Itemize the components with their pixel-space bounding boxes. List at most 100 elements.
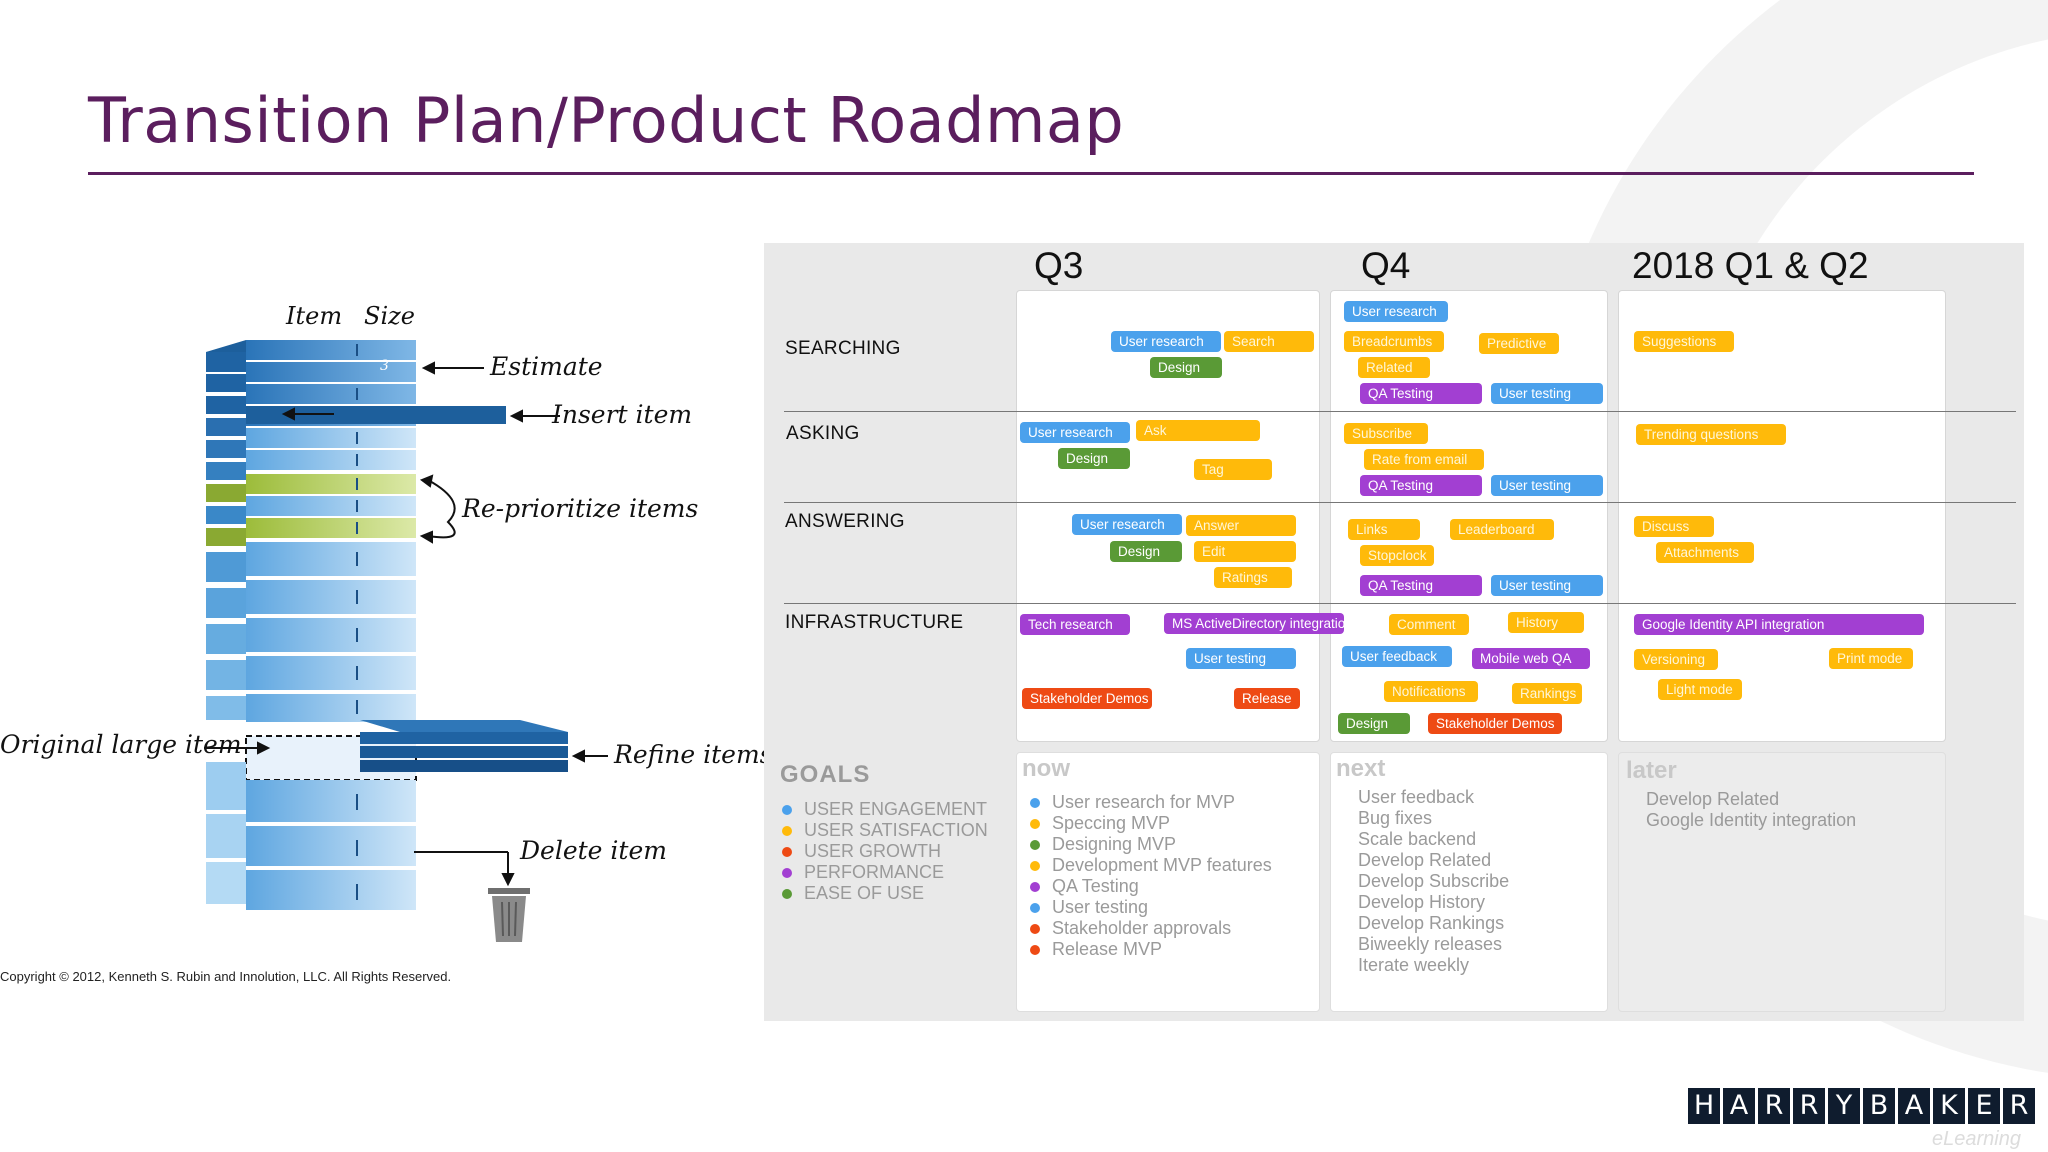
now-item-label: Designing MVP — [1052, 834, 1177, 854]
yellow-dot-icon — [1030, 860, 1040, 871]
goal-label: USER ENGAGEMENT — [804, 799, 988, 819]
row-label-searching: SEARCHING — [785, 338, 901, 359]
chip-leaderboard[interactable]: Leaderboard — [1450, 519, 1554, 540]
purple-dot-icon — [1030, 881, 1040, 892]
now-item: QA Testing — [1030, 876, 1139, 897]
now-heading: now — [1022, 755, 1070, 782]
chip-search[interactable]: Search — [1224, 331, 1314, 352]
original-item-label: Original large item — [0, 730, 242, 759]
chip-attachments[interactable]: Attachments — [1656, 542, 1754, 563]
chip-predictive[interactable]: Predictive — [1479, 333, 1559, 354]
chip-stakeholder-demos[interactable]: Stakeholder Demos — [1022, 688, 1152, 709]
chip-light-mode[interactable]: Light mode — [1658, 679, 1742, 700]
next-item: Bug fixes — [1358, 808, 1433, 828]
logo-letter: B — [1863, 1088, 1895, 1124]
chip-design[interactable]: Design — [1338, 713, 1410, 734]
chip-design[interactable]: Design — [1150, 357, 1222, 378]
chip-qa-testing[interactable]: QA Testing — [1360, 383, 1482, 404]
backlog-row — [206, 340, 416, 372]
annotation-arrows — [204, 361, 608, 887]
chip-user-feedback[interactable]: User feedback — [1342, 646, 1452, 667]
row-label-answering: ANSWERING — [785, 511, 905, 532]
chip-release[interactable]: Release — [1234, 688, 1300, 709]
chip-ratings[interactable]: Ratings — [1214, 567, 1292, 588]
goal-item: USER GROWTH — [782, 841, 941, 862]
size-value: 3 — [380, 358, 389, 374]
now-item-label: Speccing MVP — [1052, 813, 1171, 833]
chip-trending-questions[interactable]: Trending questions — [1636, 424, 1786, 445]
chip-user-testing[interactable]: User testing — [1491, 383, 1603, 404]
logo-letter: R — [2003, 1088, 2035, 1124]
backlog-row — [206, 542, 416, 582]
chip-user-testing[interactable]: User testing — [1491, 475, 1603, 496]
yellow-dot-icon — [1030, 818, 1040, 829]
chip-qa-testing[interactable]: QA Testing — [1360, 575, 1482, 596]
item-column-label: Item — [286, 302, 343, 330]
chip-user-research[interactable]: User research — [1072, 514, 1182, 535]
chip-related[interactable]: Related — [1358, 357, 1430, 378]
chip-tag[interactable]: Tag — [1194, 459, 1272, 480]
next-item: Develop Related — [1358, 850, 1492, 870]
chip-ask[interactable]: Ask — [1136, 420, 1260, 441]
logo-letter: K — [1933, 1088, 1965, 1124]
chip-history[interactable]: History — [1508, 612, 1584, 633]
insert-item-label: Insert item — [552, 400, 693, 429]
chip-breadcrumbs[interactable]: Breadcrumbs — [1344, 331, 1444, 352]
now-item-label: Release MVP — [1052, 939, 1163, 959]
goal-item: USER SATISFACTION — [782, 820, 988, 841]
now-item: Designing MVP — [1030, 834, 1176, 855]
goal-label: EASE OF USE — [804, 883, 925, 903]
chip-design[interactable]: Design — [1110, 541, 1182, 562]
page-title: Transition Plan/Product Roadmap — [88, 84, 1125, 157]
backlog-row — [206, 428, 416, 458]
chip-subscribe[interactable]: Subscribe — [1344, 423, 1428, 444]
chip-rankings[interactable]: Rankings — [1512, 683, 1582, 704]
now-item-label: User testing — [1052, 897, 1149, 917]
chip-comment[interactable]: Comment — [1389, 614, 1469, 635]
backlog-row — [206, 762, 416, 822]
chip-design[interactable]: Design — [1058, 448, 1130, 469]
chip-versioning[interactable]: Versioning — [1634, 649, 1718, 670]
chip-qa-testing[interactable]: QA Testing — [1360, 475, 1482, 496]
chip-tech-research[interactable]: Tech research — [1020, 614, 1130, 635]
goal-label: PERFORMANCE — [804, 862, 945, 882]
chip-notifications[interactable]: Notifications — [1384, 681, 1478, 702]
now-item: Development MVP features — [1030, 855, 1272, 876]
trash-can-icon — [488, 888, 530, 942]
chip-user-research[interactable]: User research — [1020, 422, 1130, 443]
chip-user-research[interactable]: User research — [1344, 301, 1448, 322]
chip-discuss[interactable]: Discuss — [1634, 516, 1714, 537]
chip-print-mode[interactable]: Print mode — [1829, 648, 1913, 669]
chip-stopclock[interactable]: Stopclock — [1360, 545, 1434, 566]
chip-user-research[interactable]: User research — [1111, 331, 1221, 352]
goals-heading: GOALS — [780, 761, 871, 788]
chip-links[interactable]: Links — [1348, 519, 1420, 540]
next-item: Develop Subscribe — [1358, 871, 1510, 891]
goal-label: USER GROWTH — [804, 841, 941, 861]
next-item: Develop Rankings — [1358, 913, 1505, 933]
now-item: User research for MVP — [1030, 792, 1235, 813]
logo-letter: A — [1898, 1088, 1930, 1124]
backlog-row — [206, 580, 416, 618]
chip-mobile-web-qa[interactable]: Mobile web QA — [1472, 648, 1590, 669]
blue-dot-icon — [1030, 902, 1040, 913]
logo-letter: R — [1793, 1088, 1825, 1124]
next-item: Scale backend — [1358, 829, 1477, 849]
row-divider — [784, 603, 2016, 604]
goal-item: EASE OF USE — [782, 883, 924, 904]
now-item-label: User research for MVP — [1052, 792, 1236, 812]
row-divider — [784, 502, 2016, 503]
logo-letter: R — [1758, 1088, 1790, 1124]
chip-suggestions[interactable]: Suggestions — [1634, 331, 1734, 352]
now-item: User testing — [1030, 897, 1148, 918]
chip-user-testing[interactable]: User testing — [1186, 648, 1296, 669]
red-dot-icon — [1030, 944, 1040, 955]
estimate-label: Estimate — [490, 352, 603, 381]
chip-stakeholder-demos[interactable]: Stakeholder Demos — [1428, 713, 1562, 734]
chip-google-identity-api[interactable]: Google Identity API integration — [1634, 614, 1924, 635]
chip-user-testing[interactable]: User testing — [1491, 575, 1603, 596]
chip-edit[interactable]: Edit — [1194, 541, 1296, 562]
chip-answer[interactable]: Answer — [1186, 515, 1296, 536]
chip-rate-from-email[interactable]: Rate from email — [1364, 449, 1484, 470]
chip-ms-activedirectory[interactable]: MS ActiveDirectory integration — [1164, 613, 1353, 634]
